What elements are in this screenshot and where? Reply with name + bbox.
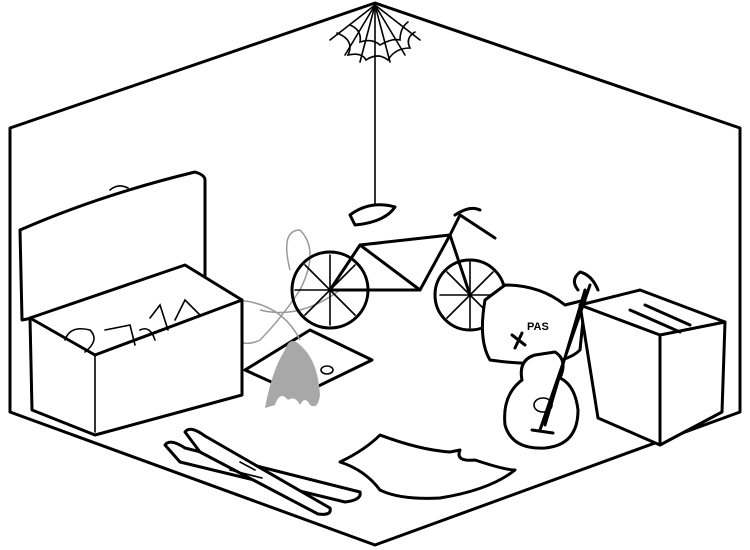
room-walls bbox=[8, 1, 742, 547]
bicycle[interactable] bbox=[290, 203, 507, 332]
skis[interactable] bbox=[163, 427, 362, 516]
bag-marking: PAS bbox=[527, 321, 549, 333]
bag[interactable]: PAS bbox=[480, 283, 587, 365]
box[interactable] bbox=[578, 288, 727, 447]
toy-chest[interactable] bbox=[18, 170, 244, 437]
ghost[interactable] bbox=[211, 229, 341, 408]
cloth[interactable] bbox=[338, 433, 517, 500]
spider-web[interactable] bbox=[329, 1, 421, 63]
guitar[interactable] bbox=[503, 270, 600, 450]
